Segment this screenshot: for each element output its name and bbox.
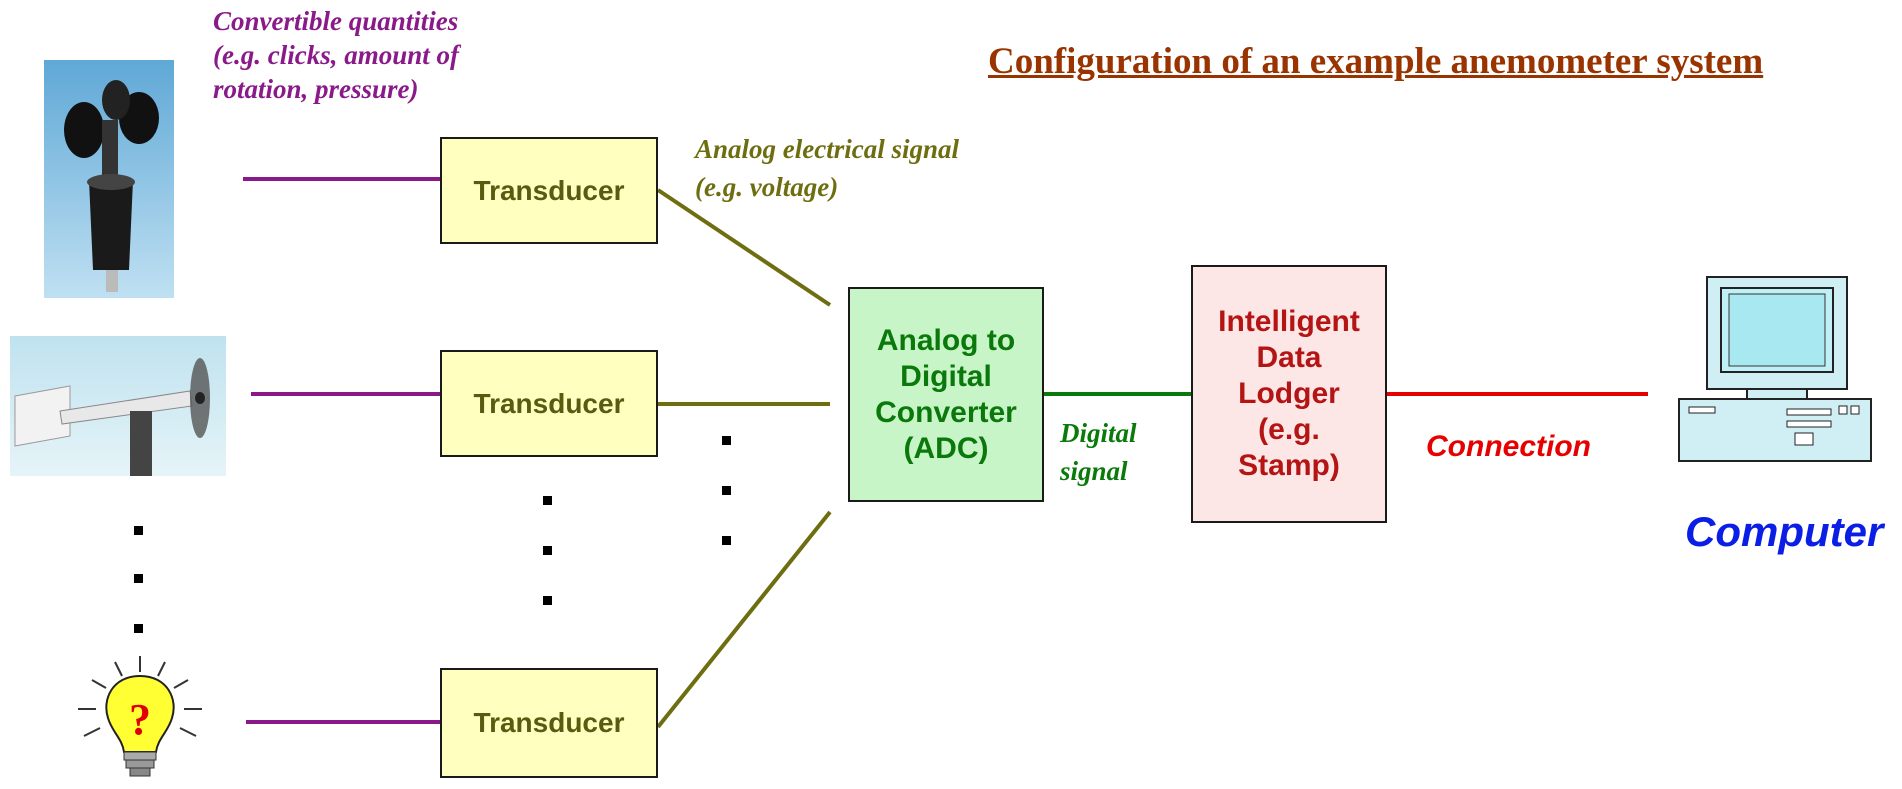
data-logger-box: Intelligent Data Lodger (e.g. Stamp): [1191, 265, 1387, 523]
label-line: (e.g. voltage): [695, 172, 839, 202]
transducer-box-1: Transducer: [440, 137, 658, 244]
ellipsis-dot: [722, 436, 731, 445]
label-line: rotation, pressure): [213, 74, 419, 104]
analog-signal-label: Analog electrical signal (e.g. voltage): [695, 130, 959, 206]
label-line: Convertible quantities: [213, 6, 459, 36]
ellipsis-dot: [134, 526, 143, 535]
computer-label: Computer: [1685, 508, 1884, 555]
connection-label: Connection: [1426, 430, 1591, 463]
cup-anemometer-icon: [44, 60, 174, 298]
diagram-title: Configuration of an example anemometer s…: [988, 41, 1764, 82]
adc-label-line: Converter: [875, 395, 1017, 429]
adc-label-line: Analog to: [876, 323, 1016, 357]
label-line: (e.g. clicks, amount of: [213, 40, 459, 70]
vane-anemometer-icon: [10, 336, 226, 476]
ellipsis-dot: [722, 536, 731, 545]
label-line: signal: [1060, 456, 1128, 486]
ellipsis-dot: [543, 596, 552, 605]
convertible-quantities-label: Convertible quantities (e.g. clicks, amo…: [213, 4, 459, 106]
transducer-box-3: Transducer: [440, 668, 658, 778]
adc-box: Analog to Digital Converter (ADC): [848, 287, 1044, 502]
ellipsis-dot: [134, 574, 143, 583]
label-line: Analog electrical signal: [695, 134, 960, 164]
transducer-box-2: Transducer: [440, 350, 658, 457]
logger-label-line: (e.g.: [1258, 413, 1320, 446]
logger-label-line: Data: [1256, 341, 1322, 374]
adc-label-line: Digital: [900, 359, 992, 393]
ellipsis-dot: [134, 624, 143, 633]
analog-line-1: [656, 188, 832, 307]
logger-label-line: Intelligent: [1218, 305, 1360, 338]
lightbulb-question-icon: ?: [70, 654, 210, 784]
ellipsis-dot: [722, 486, 731, 495]
adc-label-line: (ADC): [903, 431, 989, 465]
analog-line-3: [656, 510, 832, 729]
computer-icon: [1677, 274, 1873, 464]
ellipsis-dot: [543, 496, 552, 505]
ellipsis-dot: [543, 546, 552, 555]
logger-label-line: Stamp): [1238, 449, 1340, 482]
logger-label-line: Lodger: [1238, 377, 1340, 410]
digital-signal-label: Digital signal: [1060, 414, 1137, 490]
label-line: Digital: [1060, 418, 1137, 448]
lightbulb-question-mark: ?: [129, 695, 151, 744]
